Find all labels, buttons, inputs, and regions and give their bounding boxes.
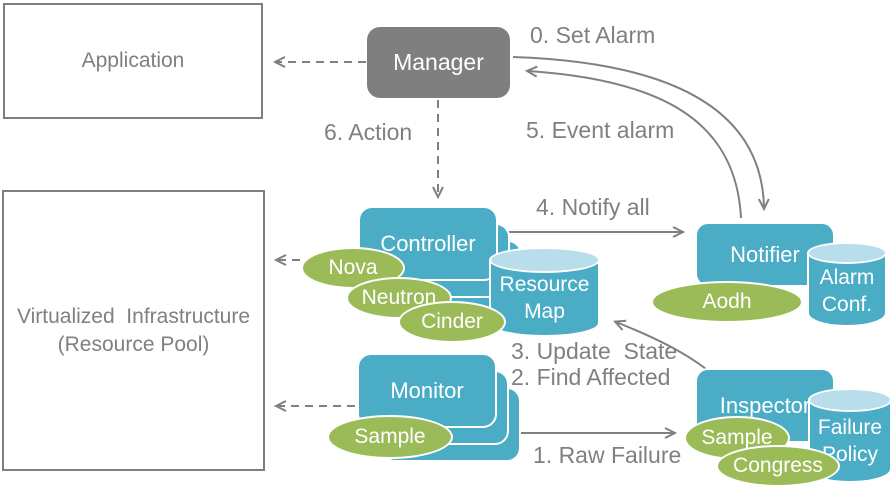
failure-policy-cylinder-top [808, 388, 892, 412]
nova-label: Nova [328, 256, 378, 279]
controller-label: Controller [380, 230, 476, 256]
application-label: Application [81, 49, 185, 72]
step-6-action-label: 6. Action [324, 119, 413, 145]
aodh-plugin-ellipse: Aodh [651, 281, 803, 323]
inspector-label: Inspector [719, 392, 811, 418]
step-4-notify-all-label: 4. Notify all [536, 194, 650, 220]
congress-label: Congress [733, 454, 823, 477]
alarm-conf-cylinder-top [807, 242, 887, 264]
manager-label: Manager [393, 49, 484, 75]
congress-plugin-ellipse: Congress [716, 445, 840, 487]
cinder-label: Cinder [421, 310, 483, 333]
cinder-plugin-ellipse: Cinder [398, 301, 506, 343]
step-3-update-state-label: 3. Update State [511, 338, 678, 364]
resource-map-cylinder: Resource Map [489, 247, 600, 337]
find-affected-arrow [616, 322, 707, 370]
notifier-label: Notifier [730, 241, 800, 267]
resource-map-label-line1: Resource [499, 273, 590, 296]
event-alarm-arc [528, 71, 742, 219]
step-1-raw-failure-label: 1. Raw Failure [533, 442, 682, 468]
monitor-sample-label: Sample [354, 425, 426, 448]
aodh-label: Aodh [702, 290, 752, 313]
resource-map-cylinder-top [489, 247, 600, 273]
set-alarm-arc [512, 56, 764, 208]
resource-map-label-line2: Map [524, 300, 565, 323]
virtualized-infrastructure-box: Virtualized Infrastructure (Resource Poo… [2, 190, 265, 471]
step-2-find-affected-label: 2. Find Affected [511, 364, 671, 390]
alarm-conf-label-line1: Alarm [819, 266, 875, 289]
neutron-label: Neutron [361, 286, 437, 309]
step-0-set-alarm-label: 0. Set Alarm [530, 22, 656, 48]
alarm-conf-cylinder-body [807, 253, 887, 327]
alarm-conf-cylinder: Alarm Conf. [807, 242, 887, 327]
inspector-sample-label: Sample [701, 426, 773, 449]
application-box: Application [3, 3, 263, 119]
step-5-event-alarm-label: 5. Event alarm [526, 117, 675, 143]
monitor-label: Monitor [390, 377, 464, 403]
monitor-sample-plugin-ellipse: Sample [327, 415, 453, 459]
virtualized-infrastructure-label-line2: (Resource Pool) [57, 332, 210, 356]
manager-box: Manager [367, 27, 510, 98]
virtualized-infrastructure-label-line1: Virtualized Infrastructure [16, 304, 251, 328]
failure-policy-label-line1: Failure [817, 416, 883, 439]
alarm-conf-label-line2: Conf. [821, 293, 873, 316]
